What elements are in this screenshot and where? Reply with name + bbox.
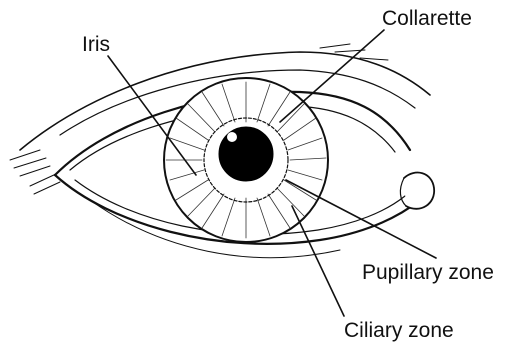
- pupil: [219, 127, 273, 181]
- leader-line-ciliary: [292, 206, 344, 316]
- lash-line: [10, 150, 60, 194]
- pupil-highlight: [227, 132, 237, 142]
- caruncle: [404, 173, 434, 209]
- collarette-label: Collarette: [382, 8, 472, 29]
- ciliary-zone-label: Ciliary zone: [344, 320, 454, 341]
- pupillary-zone-label: Pupillary zone: [362, 262, 494, 283]
- iris-label: Iris: [82, 34, 110, 55]
